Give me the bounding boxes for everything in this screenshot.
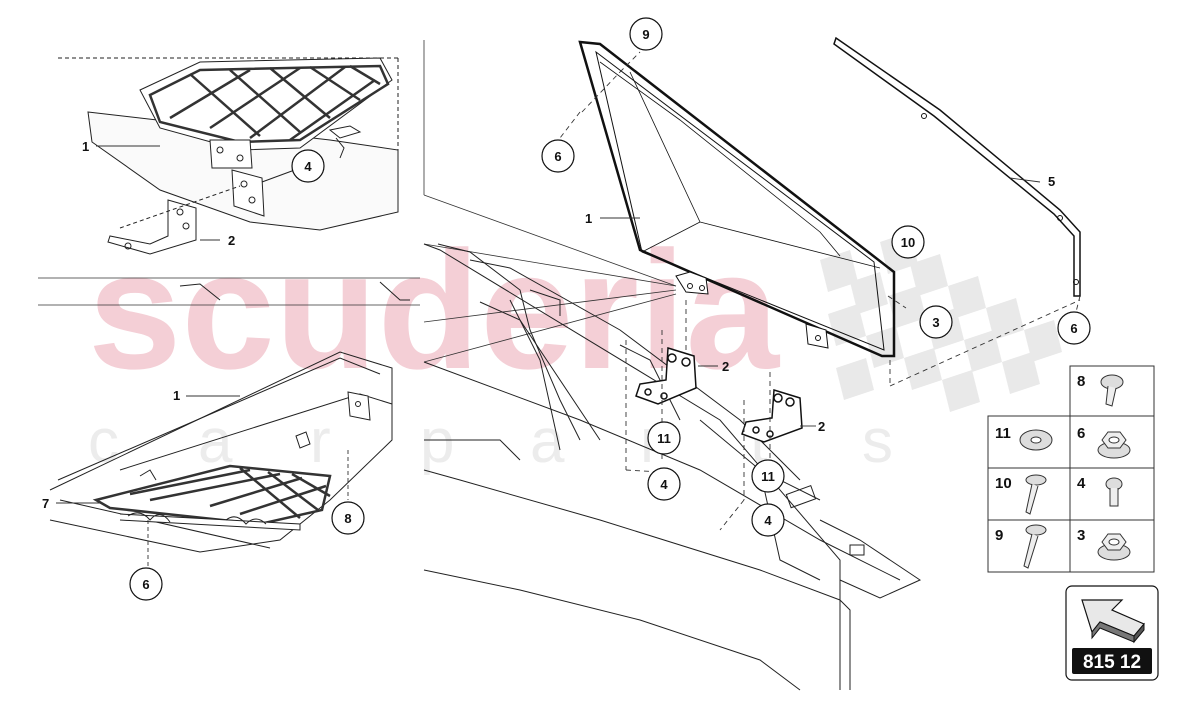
legend-cell-4[interactable]: 4 [1077, 475, 1123, 507]
svg-text:11: 11 [657, 431, 671, 446]
screw-icon [1105, 477, 1123, 507]
svg-text:4: 4 [304, 159, 312, 174]
callouts: 9 6 4 10 3 6 11 4 [129, 17, 1091, 601]
part-labels: 1 2 1 5 2 2 1 7 [42, 139, 1055, 511]
svg-text:11: 11 [995, 425, 1011, 442]
label-leaders [56, 145, 1041, 566]
engine-cover-panel [578, 40, 896, 358]
svg-text:3: 3 [932, 315, 939, 330]
svg-text:4: 4 [764, 513, 772, 528]
svg-text:4: 4 [1077, 475, 1086, 492]
checkered-flag-watermark [820, 232, 1062, 412]
callout-9[interactable]: 9 [629, 17, 663, 51]
diagram-code: 815 12 [1083, 652, 1141, 673]
rivet-icon [1025, 474, 1047, 515]
watermark-letter: a [198, 407, 233, 476]
washer-icon [1019, 429, 1053, 451]
callout-6[interactable]: 6 [541, 139, 575, 173]
svg-text:6: 6 [554, 149, 561, 164]
watermark-letter: s [862, 407, 893, 476]
flange-nut-icon [1097, 431, 1131, 459]
callout-4[interactable]: 4 [291, 149, 325, 183]
inset-side-intake [49, 351, 393, 553]
svg-text:6: 6 [1070, 321, 1077, 336]
callout-11[interactable]: 11 [751, 459, 785, 493]
svg-text:9: 9 [995, 527, 1003, 544]
svg-text:4: 4 [660, 477, 668, 492]
label-1-lower: 1 [173, 388, 180, 403]
legend-cell-3[interactable]: 3 [1077, 527, 1131, 561]
label-1-panel: 1 [585, 211, 592, 226]
flange-nut-icon [1097, 533, 1131, 561]
svg-text:3: 3 [1077, 527, 1085, 544]
watermark-letter: a [530, 407, 565, 476]
callout-6[interactable]: 6 [1057, 311, 1091, 345]
svg-text:10: 10 [995, 475, 1012, 492]
watermark-letter: r [310, 407, 331, 476]
svg-text:6: 6 [1077, 425, 1085, 442]
label-2-inset: 2 [228, 233, 235, 248]
watermark-letter: p [420, 407, 454, 476]
fastener-legend: 8 11 6 10 [987, 365, 1155, 573]
svg-text:10: 10 [901, 235, 915, 250]
direction-arrow-icon [1081, 599, 1145, 644]
diagram-code-badge[interactable]: 815 12 [1065, 585, 1159, 681]
callout-10[interactable]: 10 [891, 225, 925, 259]
callout-11[interactable]: 11 [647, 421, 681, 455]
callout-8[interactable]: 8 [331, 501, 365, 535]
legend-cell-6[interactable]: 6 [1077, 425, 1131, 459]
legend-cell-9[interactable]: 9 [995, 524, 1047, 569]
seal-strip [833, 36, 1081, 297]
svg-text:9: 9 [642, 27, 649, 42]
button-head-screw-icon [1100, 374, 1124, 407]
label-5-seal: 5 [1048, 174, 1055, 189]
legend-cell-8[interactable]: 8 [1077, 373, 1124, 407]
callout-6[interactable]: 6 [129, 567, 163, 601]
svg-text:11: 11 [761, 469, 775, 484]
legend-cell-10[interactable]: 10 [995, 474, 1047, 515]
inset-rear-grille [58, 57, 399, 255]
svg-text:8: 8 [1077, 373, 1085, 390]
legend-cell-11[interactable]: 11 [995, 425, 1053, 451]
callout-4[interactable]: 4 [647, 467, 681, 501]
callout-4[interactable]: 4 [751, 503, 785, 537]
svg-text:6: 6 [142, 577, 149, 592]
callout-3[interactable]: 3 [919, 305, 953, 339]
label-7-intake: 7 [42, 496, 49, 511]
rivet-icon [1023, 524, 1047, 569]
label-1-inset: 1 [82, 139, 89, 154]
watermark-letter: c [88, 407, 119, 476]
label-2-bracket: 2 [818, 419, 825, 434]
label-2-bracket: 2 [722, 359, 729, 374]
main-brackets [635, 347, 803, 443]
svg-text:8: 8 [344, 511, 351, 526]
